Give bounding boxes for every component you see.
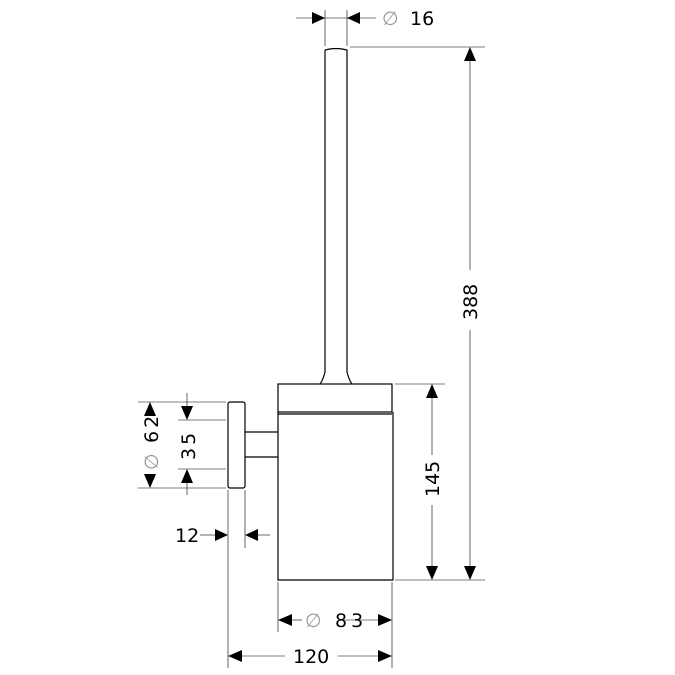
toilet-brush-outline [227, 47, 394, 581]
extension-lines [138, 10, 485, 668]
dimension-plate-thickness: 12 [175, 525, 270, 547]
rod-diameter-value: 16 [410, 8, 434, 30]
diameter-symbol: ∅ [141, 453, 163, 470]
dimension-holder-height: 145 [422, 384, 444, 580]
dimension-holder-diameter: ∅ 83 [278, 610, 392, 632]
dimension-total-depth: 120 [228, 646, 392, 668]
dimension-hole-spacing: 35 [178, 393, 200, 495]
total-depth-value: 120 [293, 646, 329, 668]
dimension-rod-diameter: ∅ 16 [296, 8, 434, 30]
wall-plate [227, 401, 246, 489]
total-height-value: 388 [460, 284, 482, 320]
dimension-plate-diameter: ∅ 62 [141, 402, 163, 488]
holder-height-value: 145 [422, 461, 444, 497]
plate-thickness-value: 12 [175, 525, 199, 547]
wall-connector [245, 431, 278, 458]
diameter-symbol: ∅ [305, 610, 322, 632]
plate-diameter-value: 62 [141, 413, 163, 443]
brush-handle [319, 47, 353, 385]
hole-spacing-value: 35 [178, 430, 200, 460]
holder-lid [277, 383, 393, 413]
holder-diameter-value: 83 [335, 610, 367, 632]
dimension-total-height: 388 [460, 47, 482, 580]
diameter-symbol: ∅ [382, 8, 399, 30]
holder-body [277, 412, 394, 581]
